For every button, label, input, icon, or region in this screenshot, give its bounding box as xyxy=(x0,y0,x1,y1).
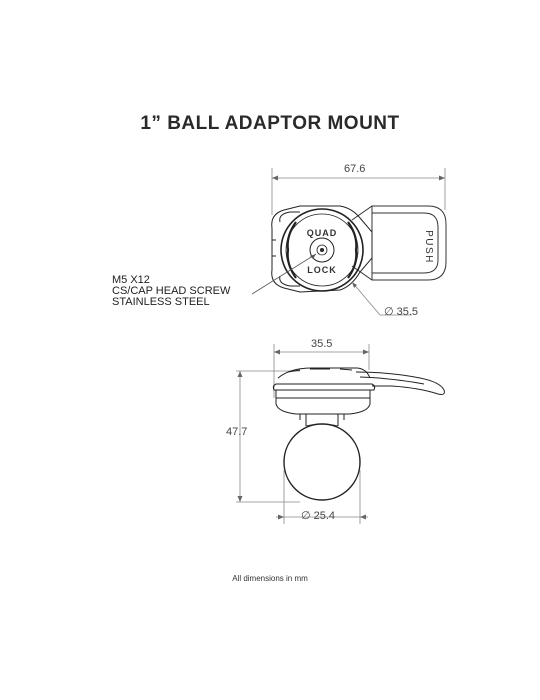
logo-text-top: QUAD xyxy=(307,228,338,238)
dimension-overall-length xyxy=(271,168,446,215)
side-height-label: 47.7 xyxy=(226,426,248,438)
dimension-top-diameter xyxy=(351,281,412,316)
mount-body-side xyxy=(272,367,445,501)
callout-leader xyxy=(251,253,317,295)
lever-push-text: PUSH xyxy=(423,230,434,264)
ball-diameter-label: ∅ 25.4 xyxy=(301,510,336,522)
logo-text-bottom: LOCK xyxy=(307,265,337,275)
side-width-label: 35.5 xyxy=(311,338,333,350)
dimension-ball-diameter xyxy=(276,470,368,524)
dimension-side-height xyxy=(236,370,300,503)
mount-body-top xyxy=(271,205,373,293)
overall-length-label: 67.6 xyxy=(344,163,366,175)
top-diameter-label: ∅ 35.5 xyxy=(384,306,419,318)
units-note: All dimensions in mm xyxy=(232,574,308,583)
callout-line-1: M5 X12 xyxy=(112,274,150,286)
callout-line-3: STAINLESS STEEL xyxy=(112,296,210,308)
callout-line-2: CS/CAP HEAD SCREW xyxy=(112,285,231,297)
diagram-title: 1” BALL ADAPTOR MOUNT xyxy=(140,113,400,134)
